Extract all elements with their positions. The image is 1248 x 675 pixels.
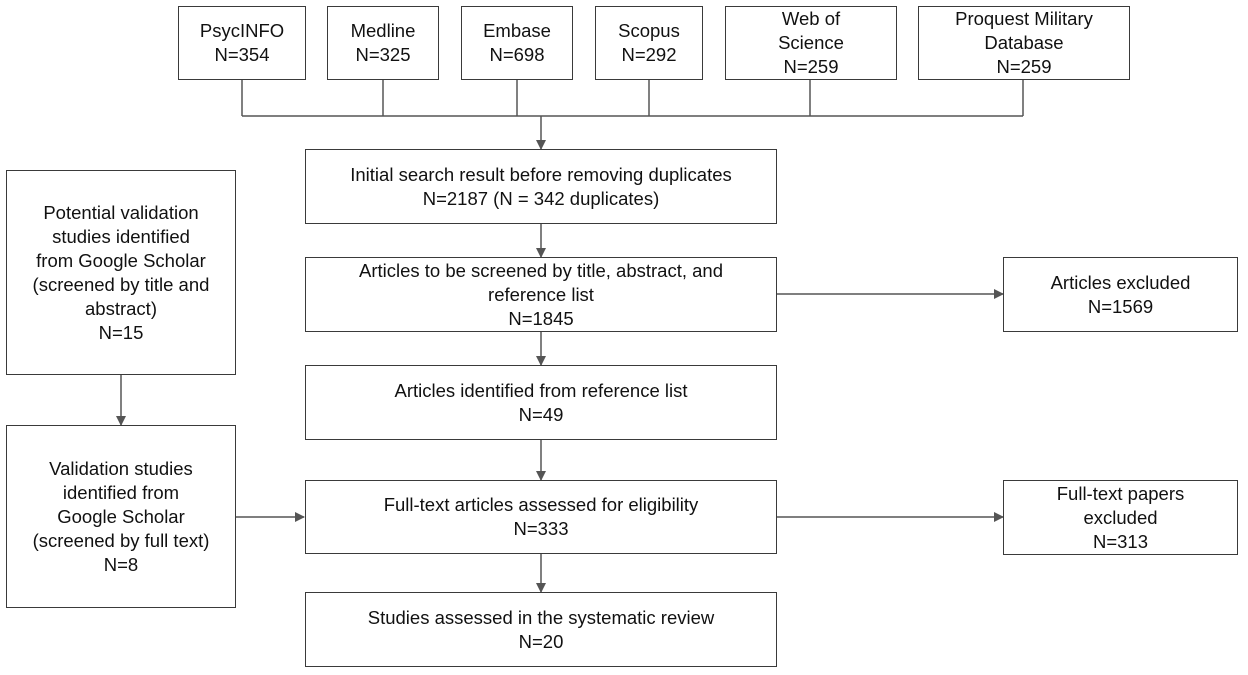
reference-list-count: N=49 bbox=[518, 403, 564, 425]
source-medline-box: Medline N=325 bbox=[327, 6, 439, 80]
source-psycinfo-box: PsycINFO N=354 bbox=[178, 6, 306, 80]
initial-search-line2: N=2187 (N = 342 duplicates) bbox=[422, 187, 660, 209]
source-proquest-count: N=259 bbox=[996, 56, 1052, 77]
validation-studies-count: N=8 bbox=[103, 553, 139, 575]
validation-studies-line1: Validation studies bbox=[49, 457, 193, 479]
source-proquest-line1: Proquest Military bbox=[955, 8, 1093, 29]
potential-validation-line2: studies identified bbox=[52, 225, 190, 247]
fulltext-excluded-line1: Full-text papers bbox=[1056, 482, 1185, 504]
potential-validation-line3: from Google Scholar bbox=[36, 249, 206, 271]
source-wos-count: N=259 bbox=[783, 56, 839, 77]
source-medline-name: Medline bbox=[350, 20, 416, 41]
fulltext-assessed-line1: Full-text articles assessed for eligibil… bbox=[383, 494, 699, 515]
validation-studies-line2: identified from bbox=[62, 481, 180, 503]
fulltext-excluded-line2: excluded bbox=[1083, 506, 1158, 528]
initial-search-line1: Initial search result before removing du… bbox=[350, 163, 732, 185]
initial-search-box: Initial search result before removing du… bbox=[305, 149, 777, 224]
source-scopus-box: Scopus N=292 bbox=[595, 6, 703, 80]
source-scopus-count: N=292 bbox=[621, 44, 677, 65]
reference-list-box: Articles identified from reference list … bbox=[305, 365, 777, 440]
screened-count: N=1845 bbox=[508, 307, 574, 329]
validation-studies-line3: Google Scholar bbox=[57, 505, 185, 527]
potential-validation-line1: Potential validation bbox=[43, 201, 199, 223]
source-embase-box: Embase N=698 bbox=[461, 6, 573, 80]
source-proquest-line2: Database bbox=[984, 32, 1064, 53]
potential-validation-line5: abstract) bbox=[85, 297, 157, 319]
articles-excluded-line1: Articles excluded bbox=[1050, 271, 1191, 293]
screened-box: Articles to be screened by title, abstra… bbox=[305, 257, 777, 332]
systematic-review-count: N=20 bbox=[518, 630, 564, 652]
validation-studies-line4: (screened by full text) bbox=[32, 529, 210, 551]
source-embase-name: Embase bbox=[483, 20, 551, 41]
source-wos-box: Web of Science N=259 bbox=[725, 6, 897, 80]
source-wos-line1: Web of bbox=[781, 8, 841, 29]
fulltext-assessed-count: N=333 bbox=[513, 518, 569, 539]
source-psycinfo-name: PsycINFO bbox=[199, 20, 285, 41]
source-medline-count: N=325 bbox=[355, 44, 411, 65]
source-embase-count: N=698 bbox=[489, 44, 545, 65]
source-wos-line2: Science bbox=[778, 32, 844, 53]
screened-line1: Articles to be screened by title, abstra… bbox=[358, 259, 724, 281]
reference-list-line1: Articles identified from reference list bbox=[394, 379, 688, 401]
fulltext-excluded-box: Full-text papers excluded N=313 bbox=[1003, 480, 1238, 555]
screened-line2: reference list bbox=[488, 283, 594, 305]
systematic-review-line1: Studies assessed in the systematic revie… bbox=[367, 606, 715, 628]
potential-validation-box: Potential validation studies identified … bbox=[6, 170, 236, 375]
articles-excluded-count: N=1569 bbox=[1087, 295, 1154, 317]
articles-excluded-box: Articles excluded N=1569 bbox=[1003, 257, 1238, 332]
source-scopus-name: Scopus bbox=[618, 20, 680, 41]
systematic-review-box: Studies assessed in the systematic revie… bbox=[305, 592, 777, 667]
potential-validation-count: N=15 bbox=[98, 321, 144, 343]
source-proquest-box: Proquest Military Database N=259 bbox=[918, 6, 1130, 80]
validation-studies-box: Validation studies identified from Googl… bbox=[6, 425, 236, 608]
source-psycinfo-count: N=354 bbox=[214, 44, 270, 65]
potential-validation-line4: (screened by title and bbox=[32, 273, 210, 295]
fulltext-assessed-box: Full-text articles assessed for eligibil… bbox=[305, 480, 777, 554]
fulltext-excluded-count: N=313 bbox=[1092, 530, 1149, 552]
